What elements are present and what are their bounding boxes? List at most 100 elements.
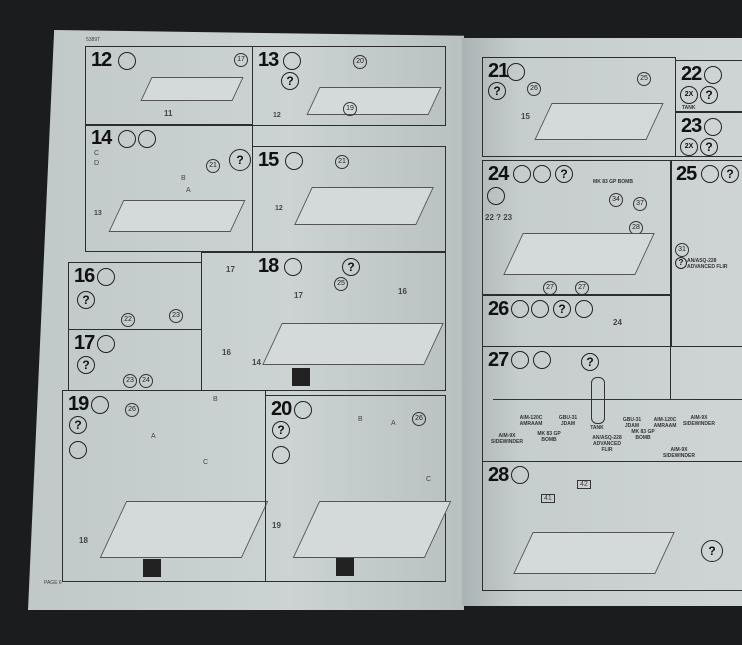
step-28-panel: 28 41 42 ? — [482, 461, 742, 591]
step-number: 19 — [68, 393, 89, 415]
step-number: 26 — [488, 298, 509, 320]
clock-icon — [575, 300, 593, 318]
step-17-panel: 17 ? 23 24 — [68, 329, 202, 391]
intake-shading — [336, 558, 354, 576]
glue-icon — [507, 63, 525, 81]
intake-shading — [143, 559, 161, 577]
part-label: 14 — [252, 358, 261, 367]
part-callout: 17 — [234, 53, 248, 67]
step-26-panel: 26 ? 24 — [482, 295, 672, 347]
part-callout: 19 — [343, 102, 357, 116]
tank-label: TANK — [682, 105, 696, 111]
glue-icon — [704, 118, 722, 136]
question-icon: ? — [229, 149, 251, 171]
question-icon: ? — [581, 353, 599, 371]
assembly-letter: D — [94, 160, 100, 167]
quantity-2x-icon: 2X — [680, 138, 698, 156]
cockpit-drawing — [262, 323, 444, 365]
canopy-drawing — [292, 501, 452, 558]
part-label: 17 — [226, 265, 235, 274]
question-icon: ? — [721, 165, 739, 183]
glue-icon — [118, 130, 136, 148]
canopy-drawing — [534, 103, 664, 140]
weapon-label: GBU-31 JDAM — [622, 417, 642, 429]
step-14-panel: 14 21 13 C D B A — [85, 124, 253, 252]
clock-icon — [69, 441, 87, 459]
assembly-letter: C — [203, 459, 209, 466]
wing-drawing — [108, 200, 246, 232]
glue-icon — [511, 466, 529, 484]
step-27-panel: 27 ? AIM-9X SIDEWINDER AIM-120C AMRAAM M… — [482, 346, 742, 462]
step-number: 15 — [258, 149, 279, 171]
part-callout: 22 — [121, 313, 135, 327]
quantity-2x-icon: 2X — [680, 86, 698, 104]
part-callout: 26 — [412, 412, 426, 426]
part-label: 18 — [79, 536, 88, 545]
assembly-letter: A — [391, 420, 396, 427]
assembly-letter: A — [151, 433, 156, 440]
step-number: 23 — [681, 115, 702, 137]
step-number: 20 — [271, 398, 292, 420]
glue-icon — [285, 152, 303, 170]
question-icon: ? — [488, 82, 506, 100]
assembly-letter: B — [213, 396, 218, 403]
part-callout: 21 — [206, 159, 220, 173]
part-label: 42 — [577, 480, 591, 489]
weapon-label: TANK — [590, 425, 604, 431]
question-icon: ? — [675, 257, 687, 269]
step-number: 25 — [676, 163, 697, 185]
question-icon: ? — [77, 291, 95, 309]
glue-icon — [704, 66, 722, 84]
glue-icon — [511, 351, 529, 369]
step-number: 27 — [488, 349, 509, 371]
step-number: 13 — [258, 49, 279, 71]
clock-icon — [487, 187, 505, 205]
part-label: 16 — [222, 348, 231, 357]
glue-icon — [701, 165, 719, 183]
part-callout: 26 — [527, 82, 541, 96]
step-20-panel: 20 ? 26 19 B A C — [265, 395, 452, 582]
part-label: 24 — [613, 318, 622, 327]
glue-icon — [97, 335, 115, 353]
remove-decal-icon — [531, 300, 549, 318]
step-24-panel: 24 ? 22 ? 23 MK 83 GP BOMB 34 37 28 27 2… — [482, 160, 672, 295]
step-13-panel: 13 ? 20 19 12 — [252, 46, 446, 126]
step-number: 12 — [91, 49, 112, 71]
step-number: 18 — [258, 255, 279, 277]
assembly-letter: B — [181, 175, 186, 182]
part-callout: 34 — [609, 193, 623, 207]
part-callout: 21 — [335, 155, 349, 169]
part-callout: 31 — [675, 243, 689, 257]
part-callout: 37 — [633, 197, 647, 211]
step-25-panel: 25 ? 31 ? AN/ASQ-228 ADVANCED FLIR — [670, 160, 742, 400]
glue-icon — [91, 396, 109, 414]
wing-planform-drawing — [493, 399, 693, 400]
fuselage-drawing — [140, 77, 244, 101]
part-label: 12 — [275, 205, 283, 212]
clock-icon — [272, 446, 290, 464]
step-12-panel: 12 17 11 — [85, 46, 253, 126]
glue-icon — [513, 165, 531, 183]
step-22-panel: 22 2X ? TANK — [675, 60, 742, 112]
question-icon: ? — [701, 540, 723, 562]
assembly-letter: B — [358, 416, 363, 423]
glue-icon — [283, 52, 301, 70]
part-callout: 23 — [123, 374, 137, 388]
step-18-panel: 18 ? 17 17 25 16 16 14 — [201, 252, 446, 391]
wing-drawing — [503, 233, 655, 275]
glue-icon — [294, 401, 312, 419]
part-label: 11 — [164, 109, 173, 118]
step-23-panel: 23 2X ? — [675, 112, 742, 157]
part-label: 17 — [294, 291, 303, 300]
glue-icon — [118, 52, 136, 70]
weapon-label: GBU-31 JDAM — [558, 415, 578, 427]
question-icon: ? — [69, 416, 87, 434]
question-icon: ? — [77, 356, 95, 374]
glue-icon — [97, 268, 115, 286]
weapon-label: MK 83 GP BOMB — [537, 431, 561, 443]
glue-icon — [284, 258, 302, 276]
fuselage-planform — [591, 377, 605, 424]
canopy-drawing — [99, 501, 269, 558]
part-label: 19 — [272, 521, 281, 530]
glue-icon — [511, 300, 529, 318]
